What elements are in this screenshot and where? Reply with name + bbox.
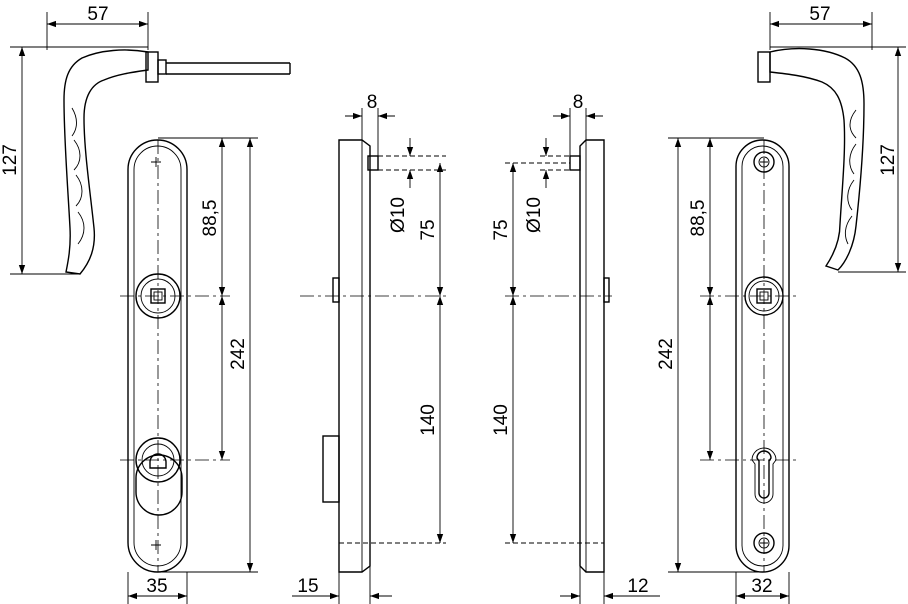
lever-left-height-label: 127 xyxy=(0,144,21,176)
left-side-profile xyxy=(300,139,446,573)
right-side-profile xyxy=(505,139,612,573)
left-lever-dimensions: 57 127 xyxy=(0,4,149,275)
plate-left-total-label: 242 xyxy=(228,338,249,370)
plate-left-width-label: 35 xyxy=(146,576,167,597)
plate-right-total-label: 242 xyxy=(656,338,677,370)
left-plate-dimensions: 88,5 242 35 xyxy=(127,137,258,604)
side-right-upper-label: 75 xyxy=(491,219,512,240)
side-right-top-offset-label: 8 xyxy=(573,92,584,113)
side-left-hole-label: Ø10 xyxy=(388,197,409,233)
right-plate-dimensions: 88,5 242 32 xyxy=(656,137,790,604)
right-front-plate xyxy=(700,139,800,573)
left-side-dimensions: 8 Ø10 75 140 15 xyxy=(292,92,444,604)
side-right-lower-label: 140 xyxy=(491,404,512,436)
plate-right-width-label: 32 xyxy=(751,576,772,597)
side-right-thickness-label: 12 xyxy=(627,576,648,597)
side-left-lower-label: 140 xyxy=(418,404,439,436)
right-lever-profile xyxy=(757,47,865,271)
side-left-upper-label: 75 xyxy=(418,219,439,240)
lever-right-width-label: 57 xyxy=(809,4,830,25)
side-right-hole-label: Ø10 xyxy=(524,197,545,233)
side-left-top-offset-label: 8 xyxy=(367,92,378,113)
plate-left-spindle-offset-label: 88,5 xyxy=(200,200,221,237)
side-left-thickness-label: 15 xyxy=(297,576,318,597)
lever-left-width-label: 57 xyxy=(87,4,108,25)
plate-right-spindle-offset-label: 88,5 xyxy=(688,200,709,237)
right-side-dimensions: 8 Ø10 75 140 12 xyxy=(491,92,660,604)
left-front-plate xyxy=(120,139,230,573)
left-lever-profile xyxy=(63,49,291,275)
lever-right-height-label: 127 xyxy=(878,144,899,176)
right-lever-dimensions: 57 127 xyxy=(769,4,906,273)
